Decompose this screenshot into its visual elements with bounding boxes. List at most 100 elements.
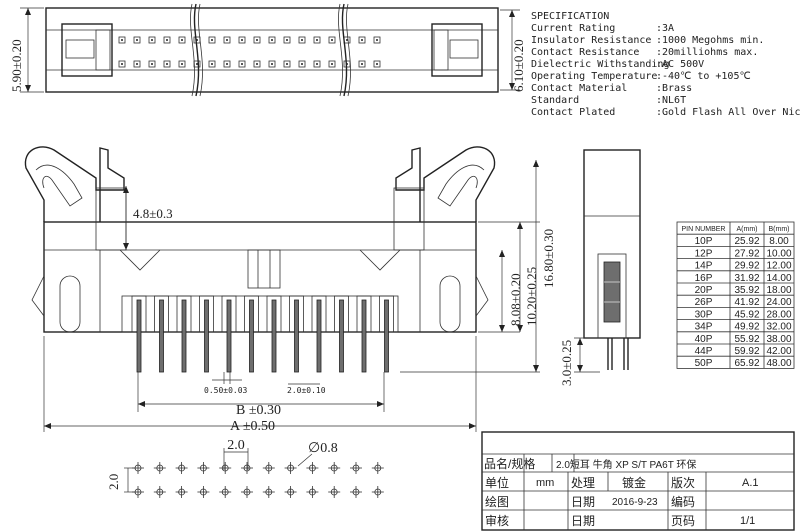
top-pin-square <box>238 36 246 44</box>
size-table-cell: 59.92 <box>734 346 759 357</box>
top-pin-dot <box>271 39 273 41</box>
front-pin <box>249 299 254 373</box>
top-pin-square <box>253 36 261 44</box>
size-table-cell: 14.00 <box>766 273 791 284</box>
size-table-cell: 10.00 <box>766 248 791 259</box>
spec-value: :1000 Megohms min. <box>656 35 764 46</box>
spec-label: Contact Resistance <box>531 47 639 58</box>
front-pin <box>339 299 344 373</box>
top-pin-square <box>133 60 141 68</box>
side-contact <box>603 261 621 323</box>
title-process-value: 镀金 <box>622 475 646 490</box>
size-table-cell: 10P <box>695 236 713 247</box>
title-name-label: 品名/规格 <box>484 456 535 471</box>
size-table-cell: 30P <box>695 309 713 320</box>
top-pin-square <box>328 60 336 68</box>
size-table-cell: 12P <box>695 248 713 259</box>
top-pin-square <box>313 36 321 44</box>
spec-label: Insulator Resistance <box>531 35 651 46</box>
dim-pin-pitch: 2.0±0.10 <box>287 386 326 395</box>
polarizing-key <box>247 249 281 289</box>
top-pin-dot <box>316 39 318 41</box>
right-latch-ear <box>395 146 496 222</box>
top-pin-dot <box>256 39 258 41</box>
front-pin <box>361 299 367 373</box>
top-pin-square <box>223 60 231 68</box>
top-pin-square <box>328 36 336 44</box>
size-table-cell: 25.92 <box>734 236 759 247</box>
title-page-label: 页码 <box>671 514 695 528</box>
front-pin <box>316 299 322 373</box>
spec-label: Operating Temperature <box>531 71 657 82</box>
size-table-cell: 26P <box>695 297 713 308</box>
top-pin-square <box>358 60 366 68</box>
top-pin-dot <box>331 63 333 65</box>
top-pin-square <box>223 36 231 44</box>
top-pin-square <box>313 60 321 68</box>
top-pin-square <box>373 60 381 68</box>
spec-value: :AC 500V <box>656 59 704 70</box>
top-pin-dot <box>211 39 213 41</box>
front-pin <box>181 299 187 373</box>
dim-pad-pitch-y: 2.0 <box>106 474 121 490</box>
size-table-cell: 16P <box>695 273 713 284</box>
top-pin-dot <box>211 63 213 65</box>
dim-b: B ±0.30 <box>236 403 281 418</box>
top-pin-dot <box>301 63 303 65</box>
front-pin <box>384 299 389 373</box>
front-pin <box>226 299 232 373</box>
top-pin-dot <box>196 63 198 65</box>
left-latch-ear <box>24 146 125 222</box>
top-pin-square <box>283 60 291 68</box>
spec-label: Standard <box>531 95 579 106</box>
top-pin-dot <box>346 39 348 41</box>
top-pin-square <box>253 60 261 68</box>
top-pin-dot <box>286 63 288 65</box>
front-pin <box>204 299 209 373</box>
top-pin-dot <box>121 63 123 65</box>
top-pin-dot <box>181 63 183 65</box>
top-pin-dot <box>121 39 123 41</box>
top-pin-square <box>133 36 141 44</box>
top-pin-square <box>118 36 126 44</box>
top-pin-dot <box>331 39 333 41</box>
top-pin-dot <box>181 39 183 41</box>
top-pin-square <box>238 60 246 68</box>
title-code-label: 编码 <box>671 494 695 509</box>
size-table-cell: 55.92 <box>734 334 759 345</box>
top-pin-square <box>208 60 216 68</box>
dim-pad-diameter: ∅0.8 <box>308 441 338 456</box>
top-pin-square <box>148 36 156 44</box>
top-pin-dot <box>376 39 378 41</box>
top-pin-square <box>283 36 291 44</box>
top-pin-square <box>178 60 186 68</box>
dim-tail-length: 3.0±0.25 <box>559 340 574 386</box>
size-table-cell: 42.00 <box>766 346 791 357</box>
top-pin-dot <box>241 39 243 41</box>
top-pin-dot <box>361 63 363 65</box>
dim-pad-pitch-x: 2.0 <box>227 438 245 453</box>
size-table-cell: 24.00 <box>766 297 791 308</box>
top-pin-dot <box>376 63 378 65</box>
top-pin-dot <box>136 63 138 65</box>
top-pin-square <box>268 60 276 68</box>
top-pin-grid <box>118 36 381 68</box>
top-pin-square <box>373 36 381 44</box>
size-table-cell: 32.00 <box>766 322 791 333</box>
dim-top-height-left: 5.90±0.20 <box>9 39 24 92</box>
dim-pin-tail-height: 10.20±0.25 <box>524 267 539 326</box>
spec-heading: SPECIFICATION <box>531 11 609 22</box>
size-table-cell: 27.92 <box>734 248 759 259</box>
top-pin-dot <box>136 39 138 41</box>
pad-grid <box>132 462 384 498</box>
size-table-header: A(mm) <box>737 226 758 233</box>
pad-layout: 2.0 2.0 ∅0.8 <box>106 438 384 498</box>
top-pin-square <box>298 36 306 44</box>
top-pin-dot <box>361 39 363 41</box>
spec-label: Dielectric Withstanding <box>531 59 669 70</box>
size-table-cell: 40P <box>695 334 713 345</box>
top-left-latch <box>61 23 113 77</box>
top-pin-dot <box>226 63 228 65</box>
